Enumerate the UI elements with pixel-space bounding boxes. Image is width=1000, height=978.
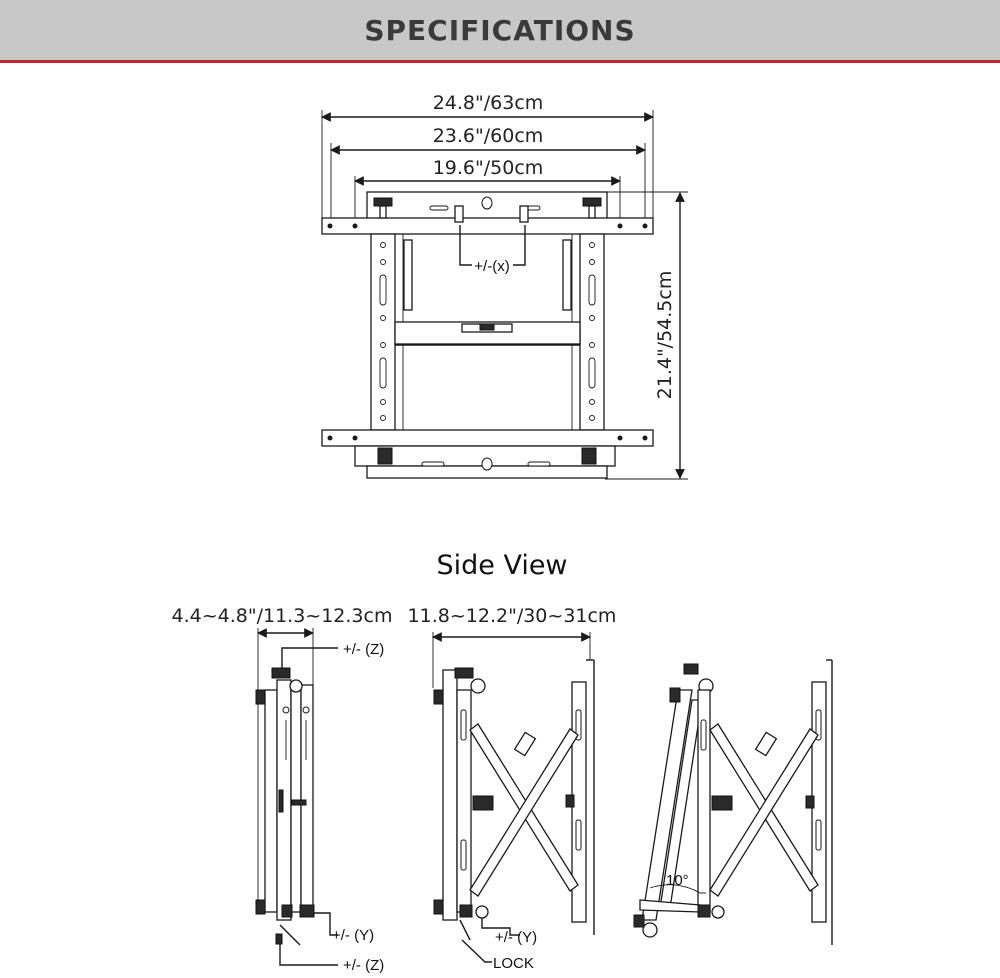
z-adjust-top-label: +/- (Z): [343, 641, 384, 658]
height-label: 21.4"/54.5cm: [654, 271, 676, 400]
width-inner-label: 19.6"/50cm: [433, 157, 544, 179]
side-view-tilted: 10°: [633, 659, 833, 945]
tilt-angle-label: 10°: [666, 872, 689, 889]
y-adjust-label-1: +/- (Y): [332, 927, 374, 944]
depth-open-label: 11.8~12.2"/30~31cm: [408, 605, 617, 627]
depth-closed-label: 4.4~4.8"/11.3~12.3cm: [172, 605, 393, 627]
side-view-title: Side View: [436, 550, 567, 581]
front-view-drawing: +/-(x): [321, 92, 688, 480]
side-view-open: 11.8~12.2"/30~31cm +/- (Y) LOCK: [408, 605, 617, 972]
z-adjust-bottom-label: +/- (Z): [343, 957, 384, 974]
x-adjust-label: +/-(x): [474, 258, 509, 275]
lock-label: LOCK: [493, 955, 534, 972]
header-bar: SPECIFICATIONS: [0, 0, 1000, 63]
width-outer-label: 24.8"/63cm: [433, 92, 544, 114]
width-middle-label: 23.6"/60cm: [433, 125, 544, 147]
side-view-closed: 4.4~4.8"/11.3~12.3cm +/- (Z) +/- (Y) +/-…: [172, 605, 393, 974]
y-adjust-label-2: +/- (Y): [495, 929, 537, 946]
page-title: SPECIFICATIONS: [364, 14, 636, 47]
